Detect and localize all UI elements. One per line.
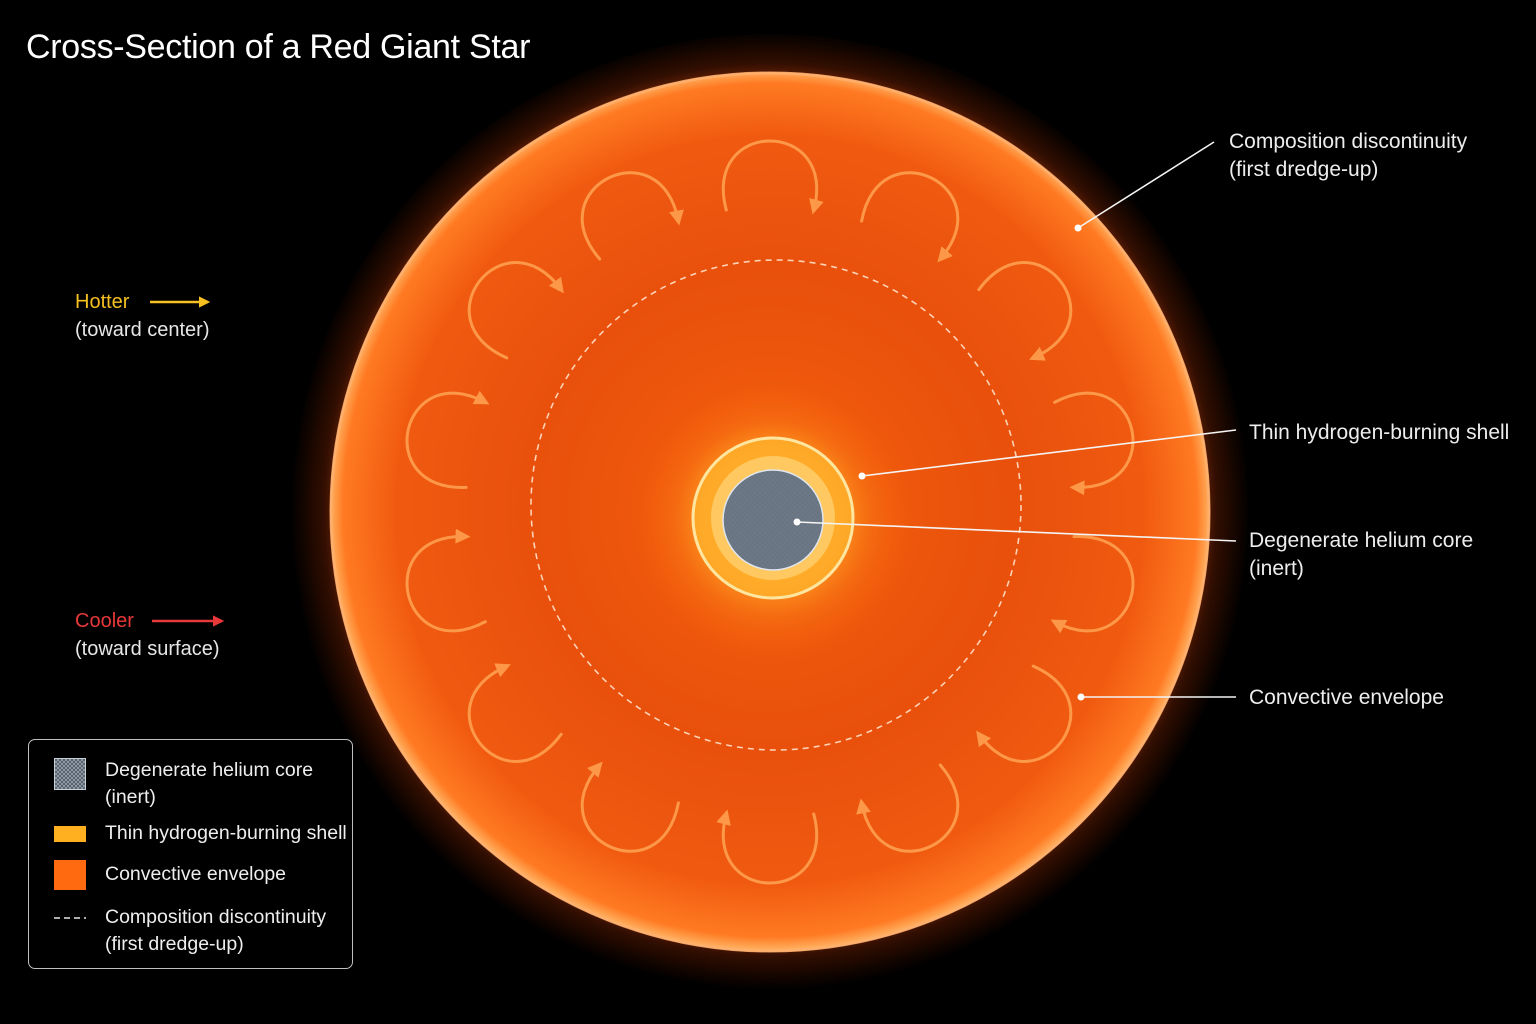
callout-discontinuity-line1: Composition discontinuity	[1229, 130, 1468, 153]
legend-envelope-line1: Convective envelope	[105, 863, 287, 885]
leader-lines	[796, 141, 1237, 698]
shell-swatch-icon	[54, 826, 86, 842]
dot-shell	[858, 472, 866, 480]
dot-core	[793, 518, 801, 526]
dashed-line-icon	[54, 917, 86, 919]
convection-loop-arrow	[976, 664, 1073, 763]
callout-shell: Thin hydrogen-burning shell	[1249, 419, 1509, 447]
convection-loop-arrow	[721, 139, 824, 215]
legend-discontinuity-line2: (first dredge-up)	[105, 933, 244, 955]
callout-core-line1: Degenerate helium core	[1249, 529, 1474, 552]
cooler-sub: (toward surface)	[75, 638, 220, 660]
callout-envelope-line1: Convective envelope	[1249, 686, 1444, 709]
core-swatch-icon	[54, 758, 86, 790]
leader-core	[796, 521, 1237, 542]
legend-shell-line1: Thin hydrogen-burning shell	[105, 822, 347, 844]
convection-loop-arrow	[580, 171, 684, 261]
convection-loop-arrow	[405, 390, 490, 489]
legend-core-line2: (inert)	[105, 786, 156, 808]
star-surface	[329, 71, 1211, 953]
legend-discontinuity-line1: Composition discontinuity	[105, 906, 327, 928]
convection-loop-arrow	[716, 809, 819, 885]
hotter-sub: (toward center)	[75, 319, 210, 341]
convection-loop-arrow	[977, 261, 1073, 361]
envelope-swatch-icon	[54, 860, 86, 890]
callout-discontinuity: Composition discontinuity (first dredge-…	[1229, 128, 1467, 184]
dot-envelope	[1077, 693, 1085, 701]
callout-shell-line1: Thin hydrogen-burning shell	[1249, 421, 1510, 444]
composition-discontinuity-line	[530, 259, 1022, 751]
leader-discontinuity	[1077, 141, 1215, 229]
degenerate-helium-core	[723, 470, 823, 570]
convection-loop-arrow	[467, 663, 563, 763]
leader-dots	[793, 224, 1085, 701]
callout-core: Degenerate helium core (inert)	[1249, 527, 1473, 583]
dot-discontinuity	[1074, 224, 1082, 232]
convection-loop-arrow	[467, 261, 564, 360]
legend: Degenerate helium core (inert) Thin hydr…	[28, 739, 353, 969]
hotter-indicator: Hotter (toward center)	[75, 288, 210, 344]
hotter-label: Hotter	[75, 291, 130, 313]
convection-loop-arrow	[856, 763, 960, 853]
convection-arrows	[405, 139, 1135, 885]
convection-loop-arrow	[405, 528, 487, 633]
legend-core-line1: Degenerate helium core	[105, 759, 314, 781]
callout-discontinuity-line2: (first dredge-up)	[1229, 158, 1379, 181]
convection-loop-arrow	[1053, 391, 1135, 496]
callout-envelope: Convective envelope	[1249, 684, 1444, 712]
page-title: Cross-Section of a Red Giant Star	[26, 28, 531, 66]
cooler-indicator: Cooler (toward surface)	[75, 607, 220, 663]
core-outline	[722, 469, 824, 571]
callout-core-line2: (inert)	[1249, 557, 1304, 580]
shell-outline	[691, 436, 855, 600]
convection-loop-arrow	[860, 171, 960, 263]
convection-loop-arrow	[580, 761, 680, 853]
cooler-label: Cooler	[75, 610, 134, 632]
leader-shell	[861, 429, 1237, 477]
convection-loop-arrow	[1050, 535, 1135, 634]
